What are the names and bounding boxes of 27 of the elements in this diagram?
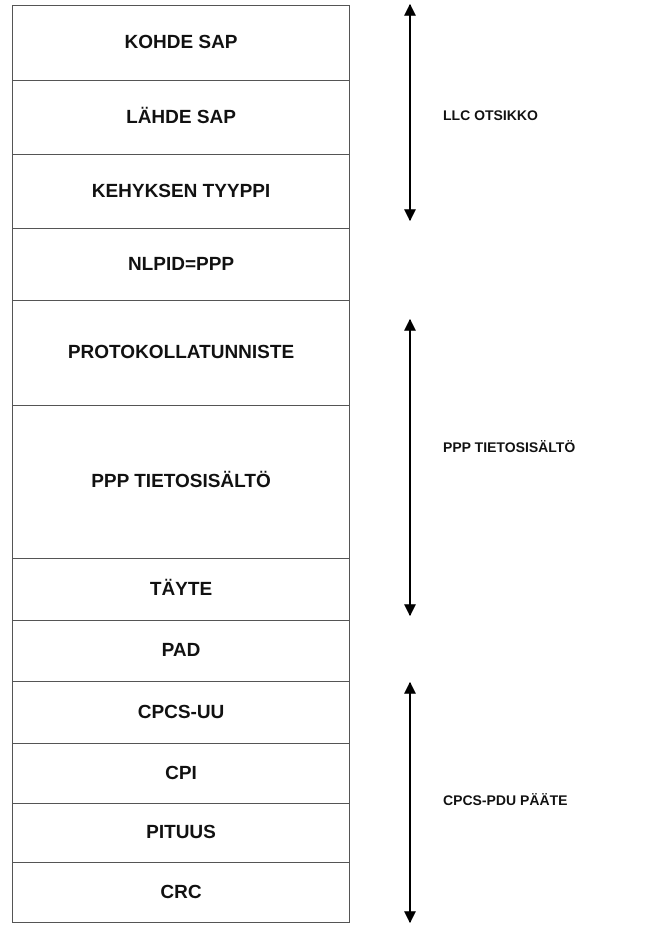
field-name: TÄYTE: [150, 578, 212, 600]
field-box: [12, 862, 350, 923]
field-name: PITUUS: [146, 822, 216, 844]
field-box: [12, 300, 350, 406]
field-box: [12, 620, 350, 682]
field-box: [12, 743, 350, 804]
field-name: NLPID=PPP: [128, 254, 234, 276]
field-name: LÄHDE SAP: [126, 106, 236, 128]
field-box: [12, 5, 350, 81]
field-name: KEHYKSEN TYYPPI: [92, 180, 270, 202]
field-box: [12, 558, 350, 621]
field-box: [12, 80, 350, 155]
field-box: [12, 803, 350, 863]
field-name: CPI: [165, 762, 197, 784]
section-label: LLC OTSIKKO: [443, 107, 538, 123]
field-name: PPP TIETOSISÄLTÖ: [91, 471, 271, 493]
section-label: PPP TIETOSISÄLTÖ: [443, 439, 576, 455]
field-name: KOHDE SAP: [124, 32, 238, 54]
field-name: PAD: [162, 640, 200, 662]
field-name: CPCS-UU: [138, 702, 224, 724]
field-box: [12, 405, 350, 559]
field-box: [12, 228, 350, 301]
field-box: [12, 681, 350, 744]
field-name: PROTOKOLLATUNNISTE: [68, 342, 294, 364]
field-box: [12, 154, 350, 229]
field-name: CRC: [160, 882, 202, 904]
section-label: CPCS-PDU PÄÄTE: [443, 792, 568, 808]
